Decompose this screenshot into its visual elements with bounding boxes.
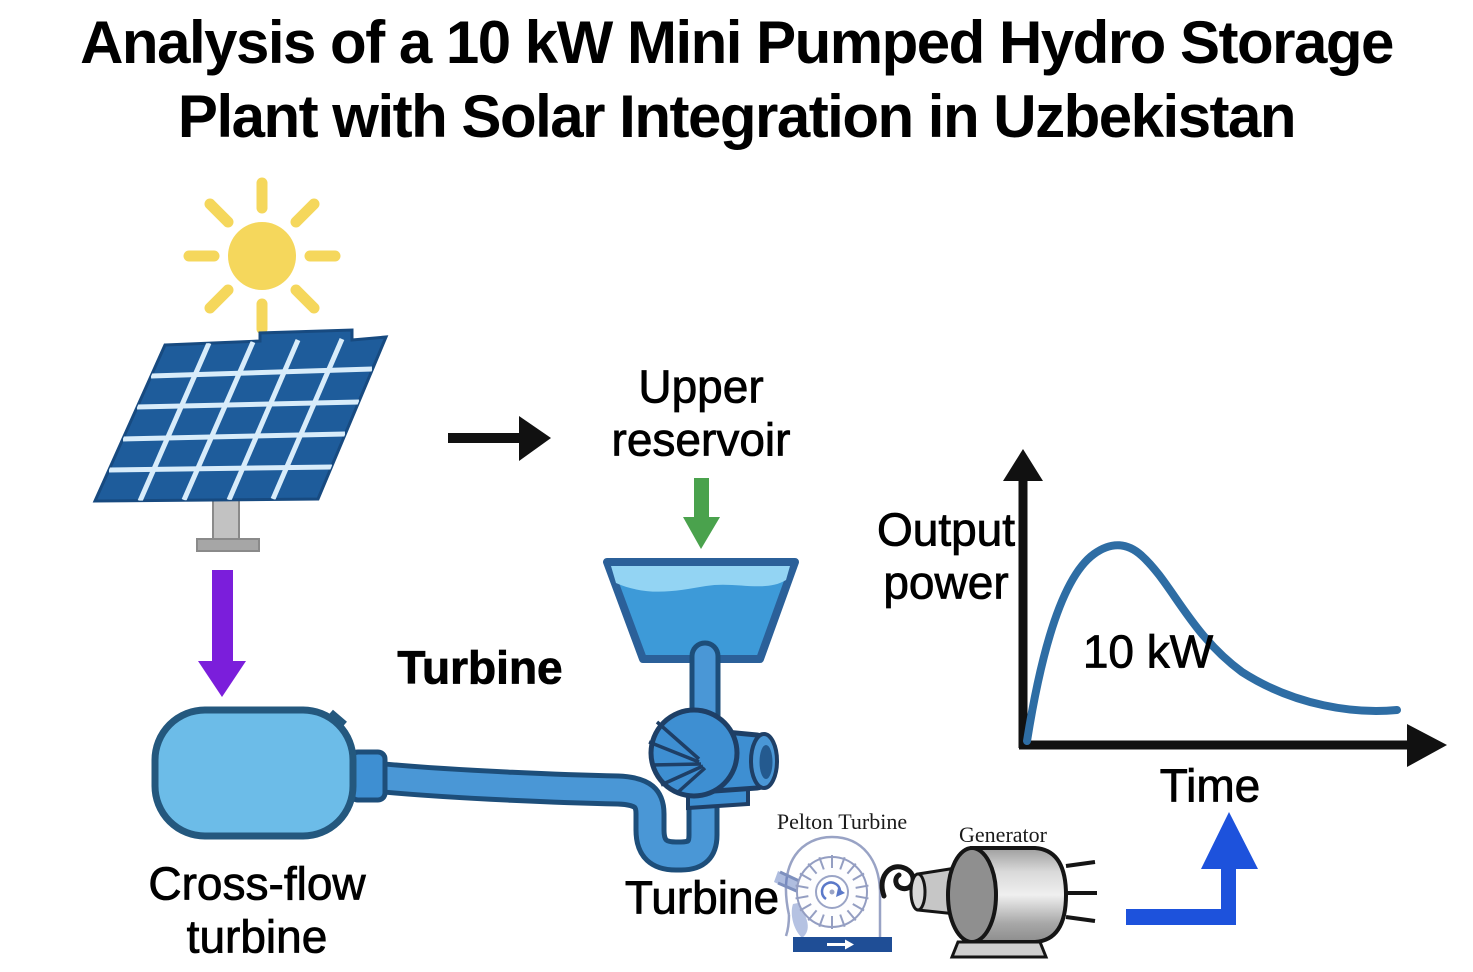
panel-base: [196, 538, 260, 552]
chart-axes: [1003, 449, 1447, 767]
curve-annotation: 10 kW: [1082, 625, 1214, 678]
power-curve: [1023, 541, 1401, 745]
pelton-label: Pelton Turbine: [776, 809, 908, 834]
cross-flow-label-line1: Cross-flow: [148, 857, 366, 910]
black-arrow-icon: [448, 416, 551, 461]
turbine-main-label: Turbine: [397, 641, 563, 694]
blue-elbow-arrow-icon: [1126, 812, 1258, 925]
panel-grid: [108, 338, 373, 501]
green-arrow-icon: [683, 478, 720, 549]
generator-body: [970, 846, 1069, 944]
turbine-unit-icon: [648, 707, 779, 811]
output-power-chart: [1003, 449, 1447, 767]
generator-hook: [879, 864, 916, 899]
title-line-2: Plant with Solar Integration in Uzbekist…: [177, 83, 1297, 150]
solar-panel-icon: [92, 328, 389, 552]
crossflow-body: [151, 706, 357, 840]
upper-reservoir-label-line2: reservoir: [611, 414, 791, 467]
cross-flow-label: Cross-flow turbine: [148, 857, 366, 965]
y-axis-label-line1: Output: [876, 503, 1016, 556]
generator-figure-icon: [879, 846, 1097, 959]
crossflow-turbine-icon: [151, 706, 388, 840]
reservoir-water-surface: [611, 566, 790, 592]
upper-reservoir-label-line1: Upper: [638, 360, 764, 413]
pelton-figure-icon: [774, 835, 892, 952]
reservoir-icon: [603, 558, 799, 663]
title-line-1: Analysis of a 10 kW Mini Pumped Hydro St…: [80, 9, 1394, 76]
purple-arrow-icon: [198, 570, 246, 697]
generator-label: Generator: [959, 822, 1047, 847]
x-axis-label: Time: [1159, 759, 1261, 812]
y-axis-label-line2: power: [883, 557, 1009, 610]
y-axis-label: Output power: [876, 503, 1016, 611]
generator-base: [949, 940, 1049, 959]
page-title: Analysis of a 10 kW Mini Pumped Hydro St…: [0, 6, 1473, 154]
panel-stand: [212, 496, 240, 542]
sun-icon: [183, 177, 341, 335]
turbine-lower-label: Turbine: [624, 871, 780, 924]
cross-flow-label-line2: turbine: [186, 911, 328, 964]
upper-reservoir-label: Upper reservoir: [611, 360, 791, 468]
pelton-blades: [795, 855, 869, 929]
generator-terminals: [1065, 860, 1097, 923]
x-axis-arrowhead: [1407, 724, 1447, 767]
y-axis-arrowhead: [1003, 449, 1043, 481]
